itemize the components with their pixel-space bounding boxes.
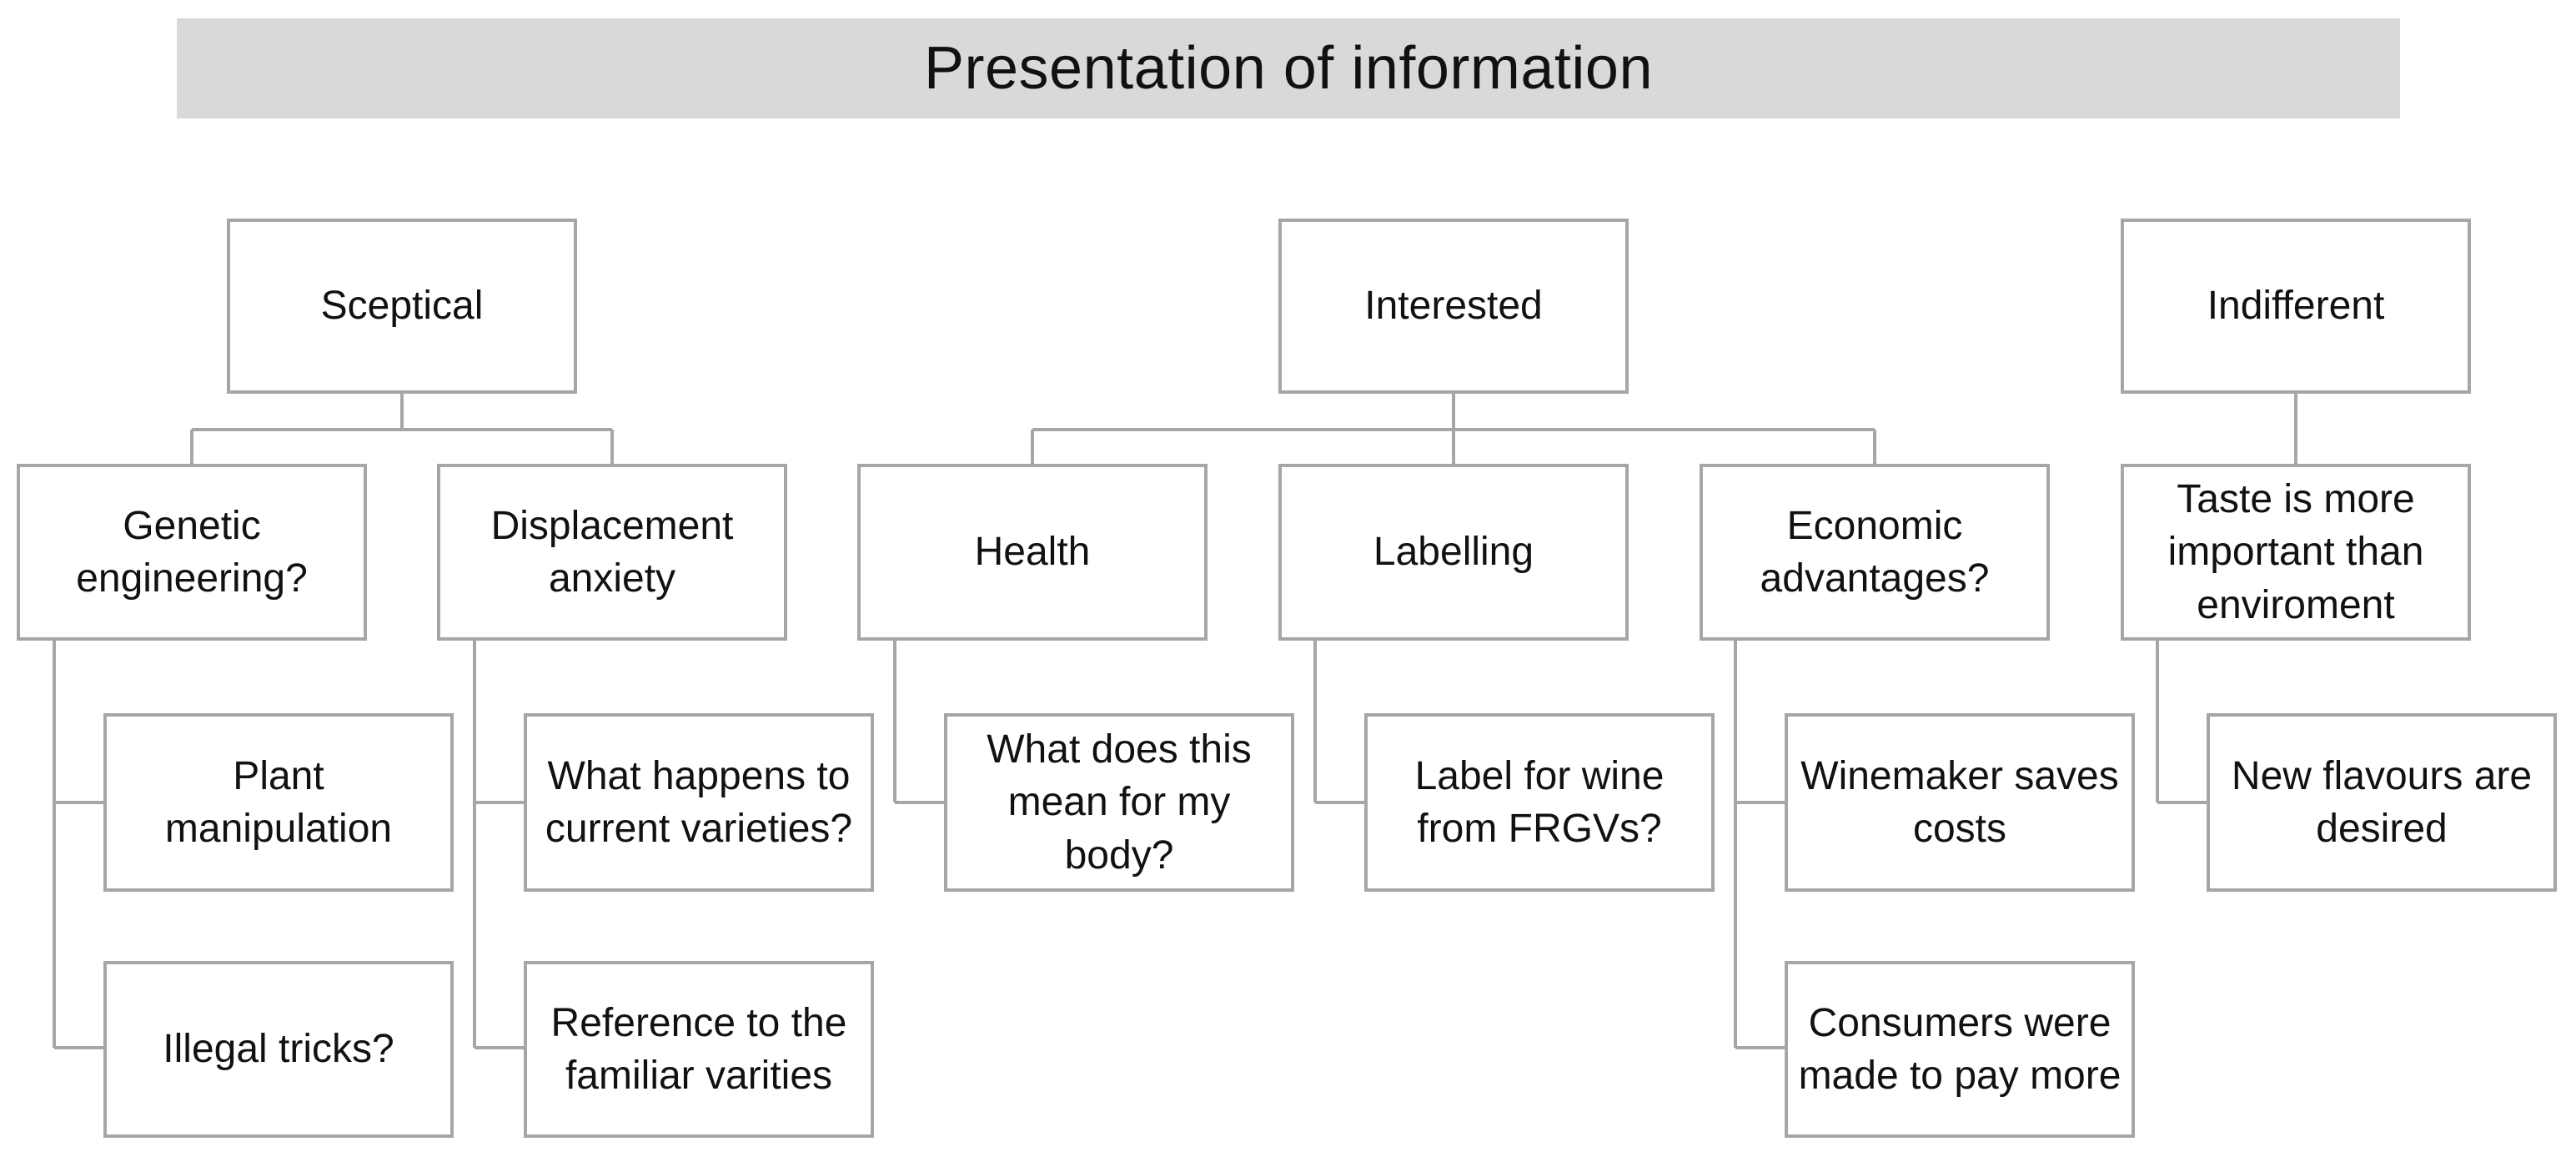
subtopic-labelling-label: Labelling (1373, 530, 1534, 575)
leaf-label-for-wine: Label for wine from FRGVs? (1364, 713, 1715, 892)
leaf-consumers-pay-more: Consumers were made to pay more (1785, 961, 2135, 1138)
leaf-body-question: What does this mean for my body? (944, 713, 1294, 892)
leaf-illegal-tricks-label: Illegal tricks? (163, 1027, 394, 1072)
leaf-new-flavours-label: New flavours are desired (2231, 753, 2533, 851)
leaf-familiar-varities-label: Reference to the familiar varities (550, 1000, 847, 1098)
subtopic-taste-over-environment-label: Taste is more important than enviroment (2167, 476, 2424, 627)
diagram-title: Presentation of information (177, 18, 2400, 118)
group-interested-label: Interested (1364, 284, 1543, 329)
leaf-winemaker-saves-costs-label: Winemaker saves costs (1800, 753, 2119, 851)
subtopic-genetic-engineering-label: Genetic engineering? (76, 503, 308, 601)
subtopic-economic-advantages: Economic advantages? (1700, 464, 2050, 641)
subtopic-labelling: Labelling (1278, 464, 1629, 641)
group-sceptical-label: Sceptical (320, 284, 484, 329)
leaf-new-flavours: New flavours are desired (2207, 713, 2557, 892)
leaf-plant-manipulation: Plant manipulation (103, 713, 454, 892)
group-indifferent-label: Indifferent (2207, 284, 2385, 329)
subtopic-economic-advantages-label: Economic advantages? (1760, 503, 1990, 601)
group-sceptical: Sceptical (227, 219, 577, 394)
leaf-illegal-tricks: Illegal tricks? (103, 961, 454, 1138)
leaf-body-question-label: What does this mean for my body? (987, 727, 1252, 878)
leaf-consumers-pay-more-label: Consumers were made to pay more (1798, 1000, 2122, 1098)
group-interested: Interested (1278, 219, 1629, 394)
subtopic-health-label: Health (974, 530, 1091, 575)
leaf-current-varieties-label: What happens to current varieties? (545, 753, 853, 851)
leaf-current-varieties: What happens to current varieties? (524, 713, 874, 892)
group-indifferent: Indifferent (2121, 219, 2471, 394)
subtopic-displacement-anxiety-label: Displacement anxiety (490, 503, 734, 601)
subtopic-displacement-anxiety: Displacement anxiety (437, 464, 787, 641)
subtopic-health: Health (857, 464, 1208, 641)
leaf-label-for-wine-label: Label for wine from FRGVs? (1414, 753, 1665, 851)
subtopic-genetic-engineering: Genetic engineering? (17, 464, 367, 641)
leaf-plant-manipulation-label: Plant manipulation (164, 753, 393, 851)
leaf-familiar-varities: Reference to the familiar varities (524, 961, 874, 1138)
subtopic-taste-over-environment: Taste is more important than enviroment (2121, 464, 2471, 641)
leaf-winemaker-saves-costs: Winemaker saves costs (1785, 713, 2135, 892)
